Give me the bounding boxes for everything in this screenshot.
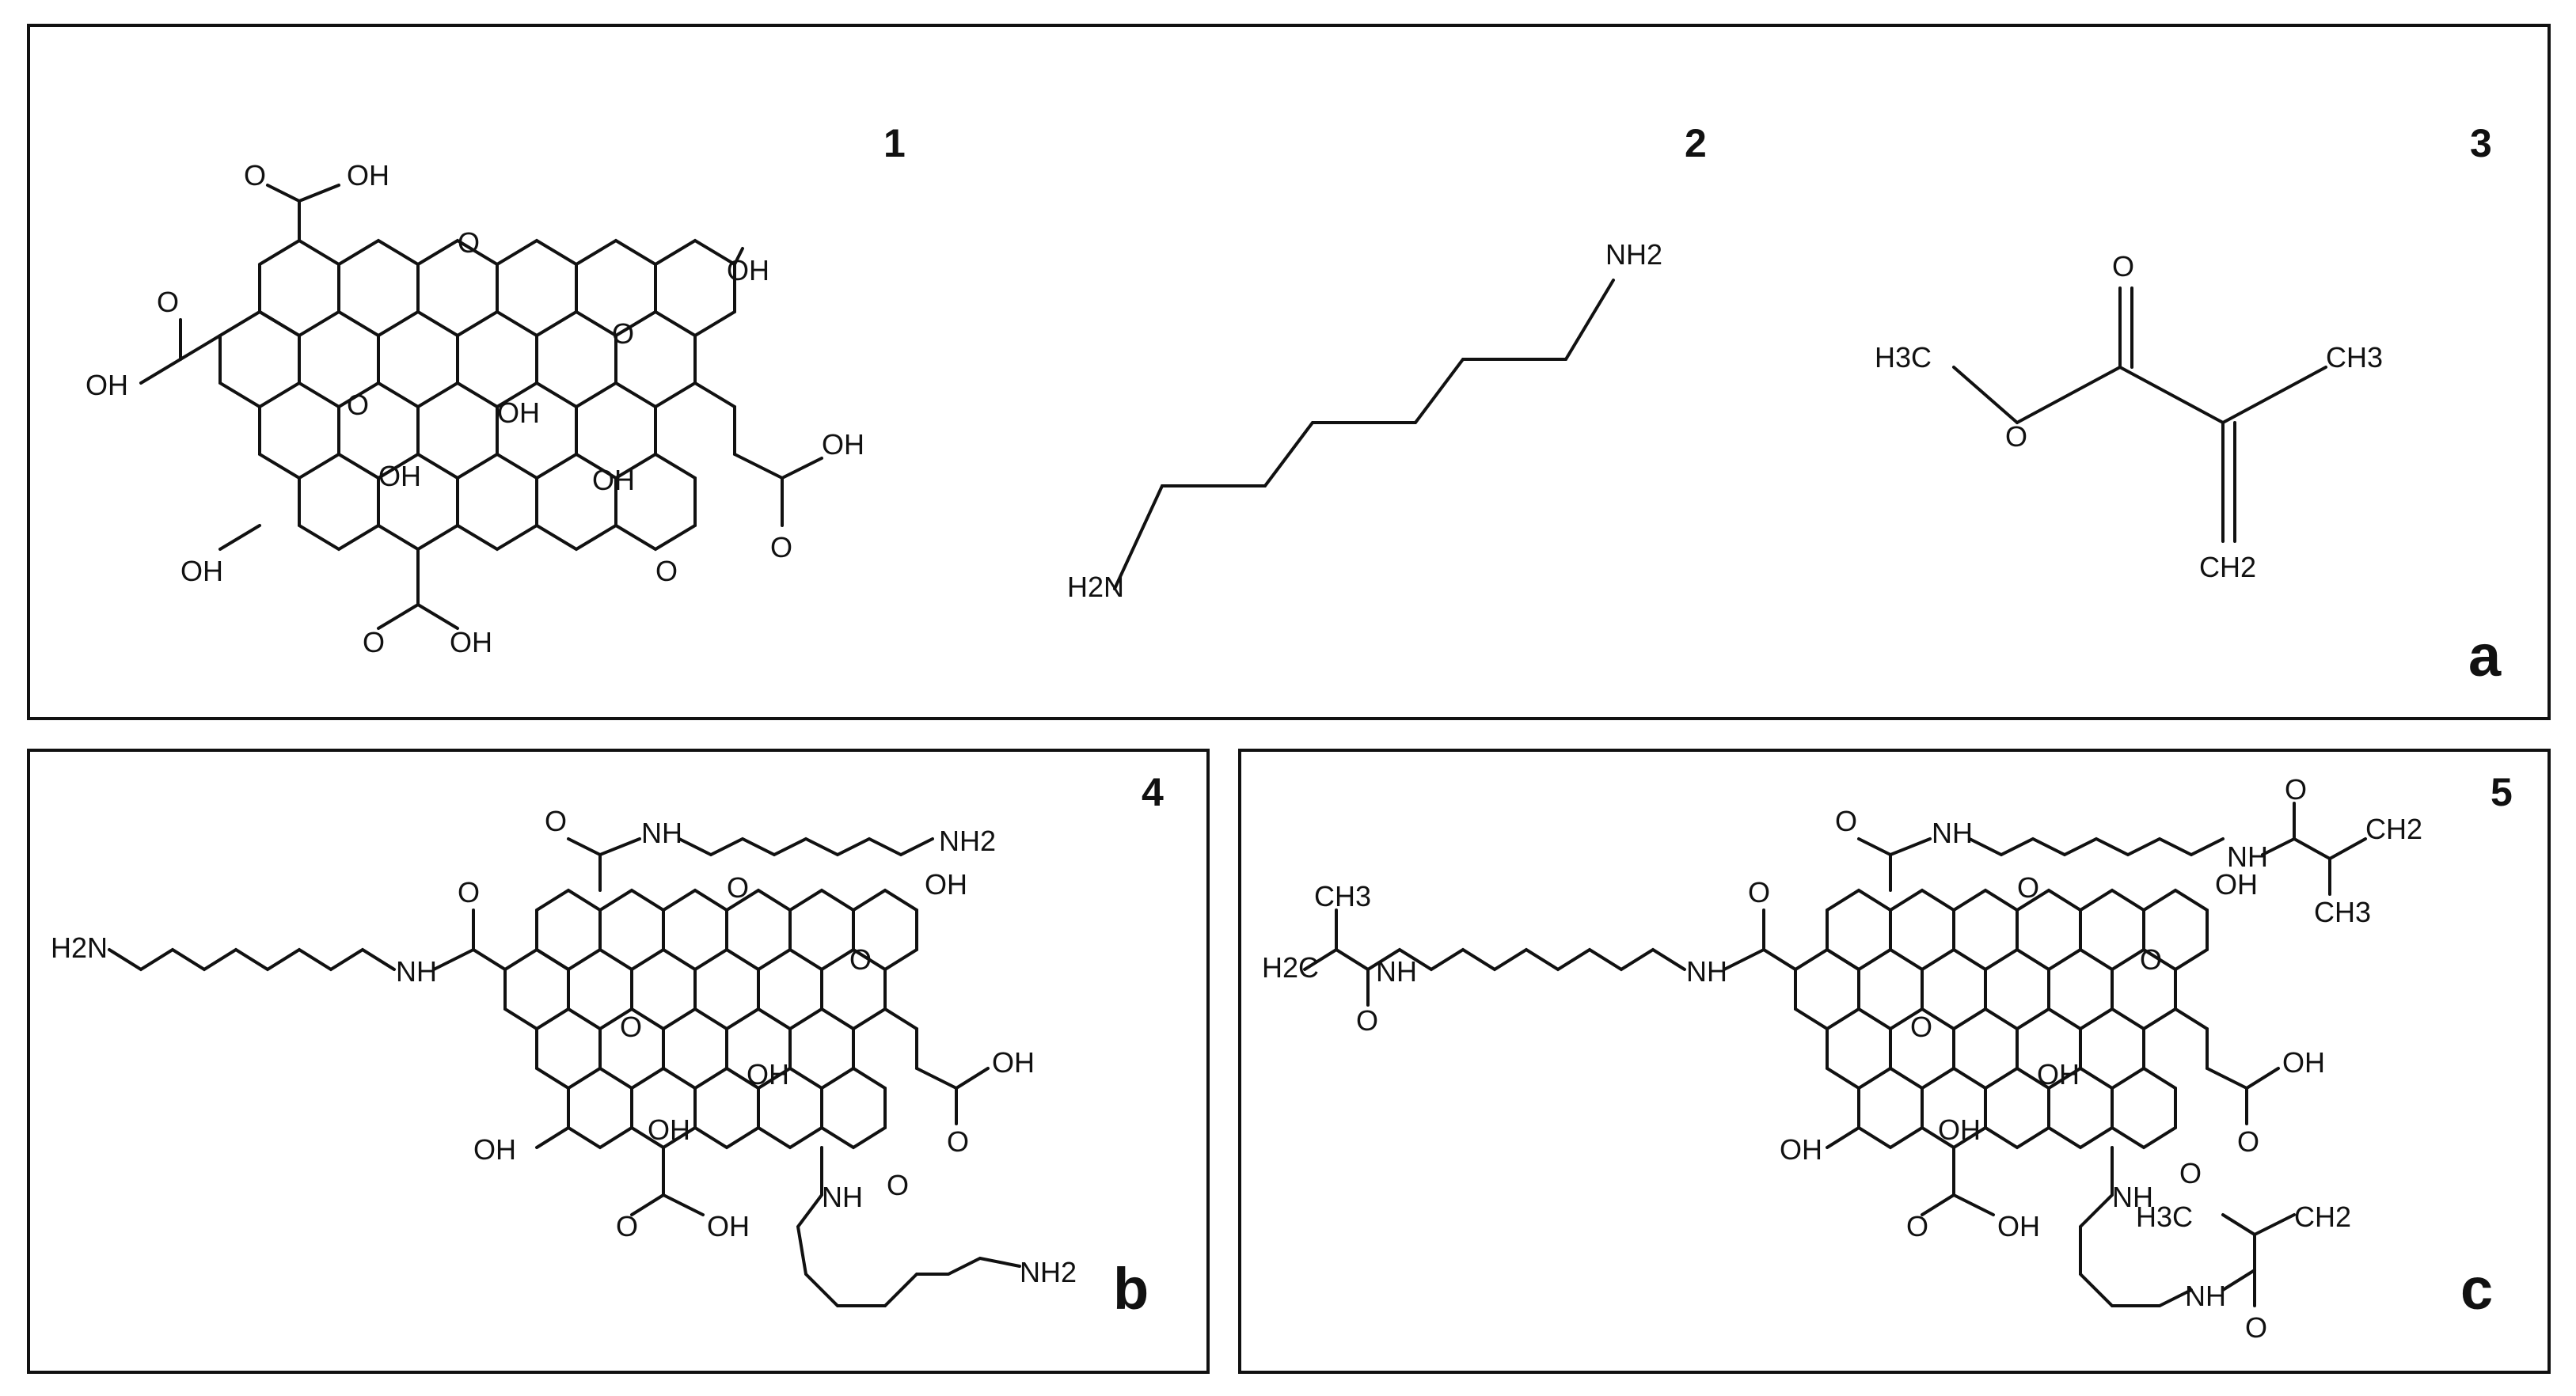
b-carbonyl-o-right: O <box>947 1125 969 1158</box>
b-carboxyl-oh-right: OH <box>992 1046 1035 1079</box>
c-hydroxyl-3: OH <box>2037 1058 2080 1091</box>
b-carbonyl-o-bottom: O <box>616 1210 638 1242</box>
b-epoxide-o-2: O <box>849 943 872 976</box>
panel-tag-a: a <box>2468 623 2502 689</box>
c-epoxide-o-2: O <box>2140 943 2162 976</box>
c-left-amide-nh: NH <box>1686 955 1727 988</box>
c-hydroxyl-1: OH <box>2215 868 2258 901</box>
c-lower-methacryl-nh: NH <box>2185 1280 2226 1312</box>
b-carboxyl-oh-bottom: OH <box>707 1210 750 1242</box>
b-epoxide-o-3: O <box>620 1011 642 1043</box>
b-hydroxyl-4: OH <box>648 1113 690 1146</box>
b-top-carbonyl-o: O <box>545 805 567 837</box>
hexamethylenediamine-structure: H2N NH2 <box>1067 238 1662 603</box>
panel-tag-c: c <box>2460 1256 2494 1322</box>
b-hydroxyl-2: OH <box>473 1133 516 1166</box>
c-left-methacryl-o: O <box>1356 1004 1378 1037</box>
b-left-amine: H2N <box>51 931 108 964</box>
c-lower-methacryl-o: O <box>2245 1311 2267 1344</box>
c-epoxide-o-1: O <box>2017 871 2039 904</box>
c-carbonyl-o-right: O <box>2237 1125 2259 1158</box>
c-top-methacryl-nh: NH <box>2227 840 2268 873</box>
go-carbonyl-o-4: O <box>363 626 385 658</box>
go-carboxyl-oh-3: OH <box>822 428 864 461</box>
go-carbonyl-o-3: O <box>770 531 792 563</box>
compound-label-1: 1 <box>883 121 906 165</box>
c-lower-amine-nh: NH <box>2112 1181 2153 1213</box>
panel-b-structure: O NH NH2 O NH H2N OH OH O OH O OH O O O … <box>51 805 1077 1307</box>
b-hydroxyl-1: OH <box>925 868 967 901</box>
go-hydroxyl-4: OH <box>497 396 540 429</box>
c-left-methacryl-h2c: H2C <box>1262 951 1319 984</box>
panel-b: 4 b <box>27 749 1210 1374</box>
panel-c: 5 c <box>1238 749 2551 1374</box>
c-left-methacryl-ch3: CH3 <box>1314 880 1371 912</box>
c-carboxyl-oh-right: OH <box>2282 1046 2325 1079</box>
mma-methyl-ester: H3C <box>1875 341 1932 374</box>
b-left-carbonyl-o: O <box>458 876 480 909</box>
go-carbonyl-o-1: O <box>244 159 266 192</box>
hmda-amine-left: H2N <box>1067 571 1124 603</box>
go-epoxide-o-3: O <box>347 389 369 421</box>
c-epoxide-o-3: O <box>1910 1011 1932 1043</box>
b-top-amide-nh: NH <box>641 817 682 849</box>
c-top-methacryl-ch3: CH3 <box>2314 896 2371 928</box>
b-top-amine: NH2 <box>939 825 996 857</box>
b-lower-amine-nh: NH <box>822 1181 863 1213</box>
b-lower-amine-terminal: NH2 <box>1020 1256 1077 1288</box>
compound-label-5: 5 <box>2491 770 2513 814</box>
go-carboxyl-oh-1: OH <box>347 159 389 192</box>
b-hydroxyl-3: OH <box>747 1058 789 1091</box>
c-left-carbonyl-o: O <box>1748 876 1770 909</box>
go-hydroxyl-2: OH <box>180 555 223 587</box>
go-carboxyl-oh-4: OH <box>450 626 492 658</box>
go-hydroxyl-3: OH <box>378 460 421 492</box>
c-left-methacryl-nh: NH <box>1376 955 1417 988</box>
panel-tag-b: b <box>1113 1256 1149 1322</box>
c-epoxide-o-4: O <box>2179 1157 2202 1189</box>
methyl-methacrylate-structure: H3C O O CH3 CH2 <box>1875 250 2383 583</box>
go-epoxide-o-2: O <box>612 317 634 350</box>
c-top-methacryl-o: O <box>2285 773 2307 806</box>
c-hydroxyl-4: OH <box>1938 1113 1981 1146</box>
go-carbonyl-o-2: O <box>157 286 179 318</box>
go-hydroxyl-1: OH <box>727 254 769 286</box>
go-epoxide-o-1: O <box>458 226 480 259</box>
c-top-amide-nh: NH <box>1932 817 1973 849</box>
graphene-oxide-structure: O OH O OH OH OH O OH O OH O O O O OH OH … <box>85 159 864 658</box>
go-epoxide-o-4: O <box>655 555 678 587</box>
b-epoxide-o-1: O <box>727 871 749 904</box>
c-carbonyl-o-bottom: O <box>1906 1210 1928 1242</box>
b-epoxide-o-4: O <box>887 1169 909 1201</box>
compound-label-4: 4 <box>1142 770 1164 814</box>
c-lower-methacryl-h3c: H3C <box>2136 1201 2193 1233</box>
b-left-amide-nh: NH <box>396 955 437 988</box>
c-top-carbonyl-o: O <box>1835 805 1857 837</box>
c-hydroxyl-2: OH <box>1780 1133 1822 1166</box>
hmda-amine-right: NH2 <box>1605 238 1662 271</box>
compound-label-3: 3 <box>2470 121 2492 165</box>
c-lower-methacryl-ch2: CH2 <box>2294 1201 2351 1233</box>
c-carboxyl-oh-bottom: OH <box>1997 1210 2040 1242</box>
mma-ester-o: O <box>2005 420 2027 453</box>
panel-a: 1 2 3 a <box>27 24 2551 720</box>
methacrylamide-functionalized-go-structure: O NH NH O CH2 CH3 O NH NH O CH3 H2C OH O… <box>1262 773 2422 1344</box>
amine-functionalized-go-structure: O NH NH2 O NH H2N OH OH O OH O OH O O O … <box>51 805 1077 1307</box>
mma-methyl: CH3 <box>2326 341 2383 374</box>
mma-methylene: CH2 <box>2199 551 2256 583</box>
go-carboxyl-oh-2: OH <box>85 369 128 401</box>
mma-carbonyl-o: O <box>2112 250 2134 283</box>
compound-label-2: 2 <box>1685 121 1707 165</box>
panel-c-structure: O NH NH O CH2 CH3 O NH NH O CH3 H2C OH O… <box>1262 773 2422 1344</box>
go-hydroxyl-5: OH <box>592 464 635 496</box>
panel-a-structures: O OH O OH OH OH O OH O OH O O O O OH OH … <box>85 159 2383 658</box>
c-top-methacryl-ch2: CH2 <box>2365 813 2422 845</box>
